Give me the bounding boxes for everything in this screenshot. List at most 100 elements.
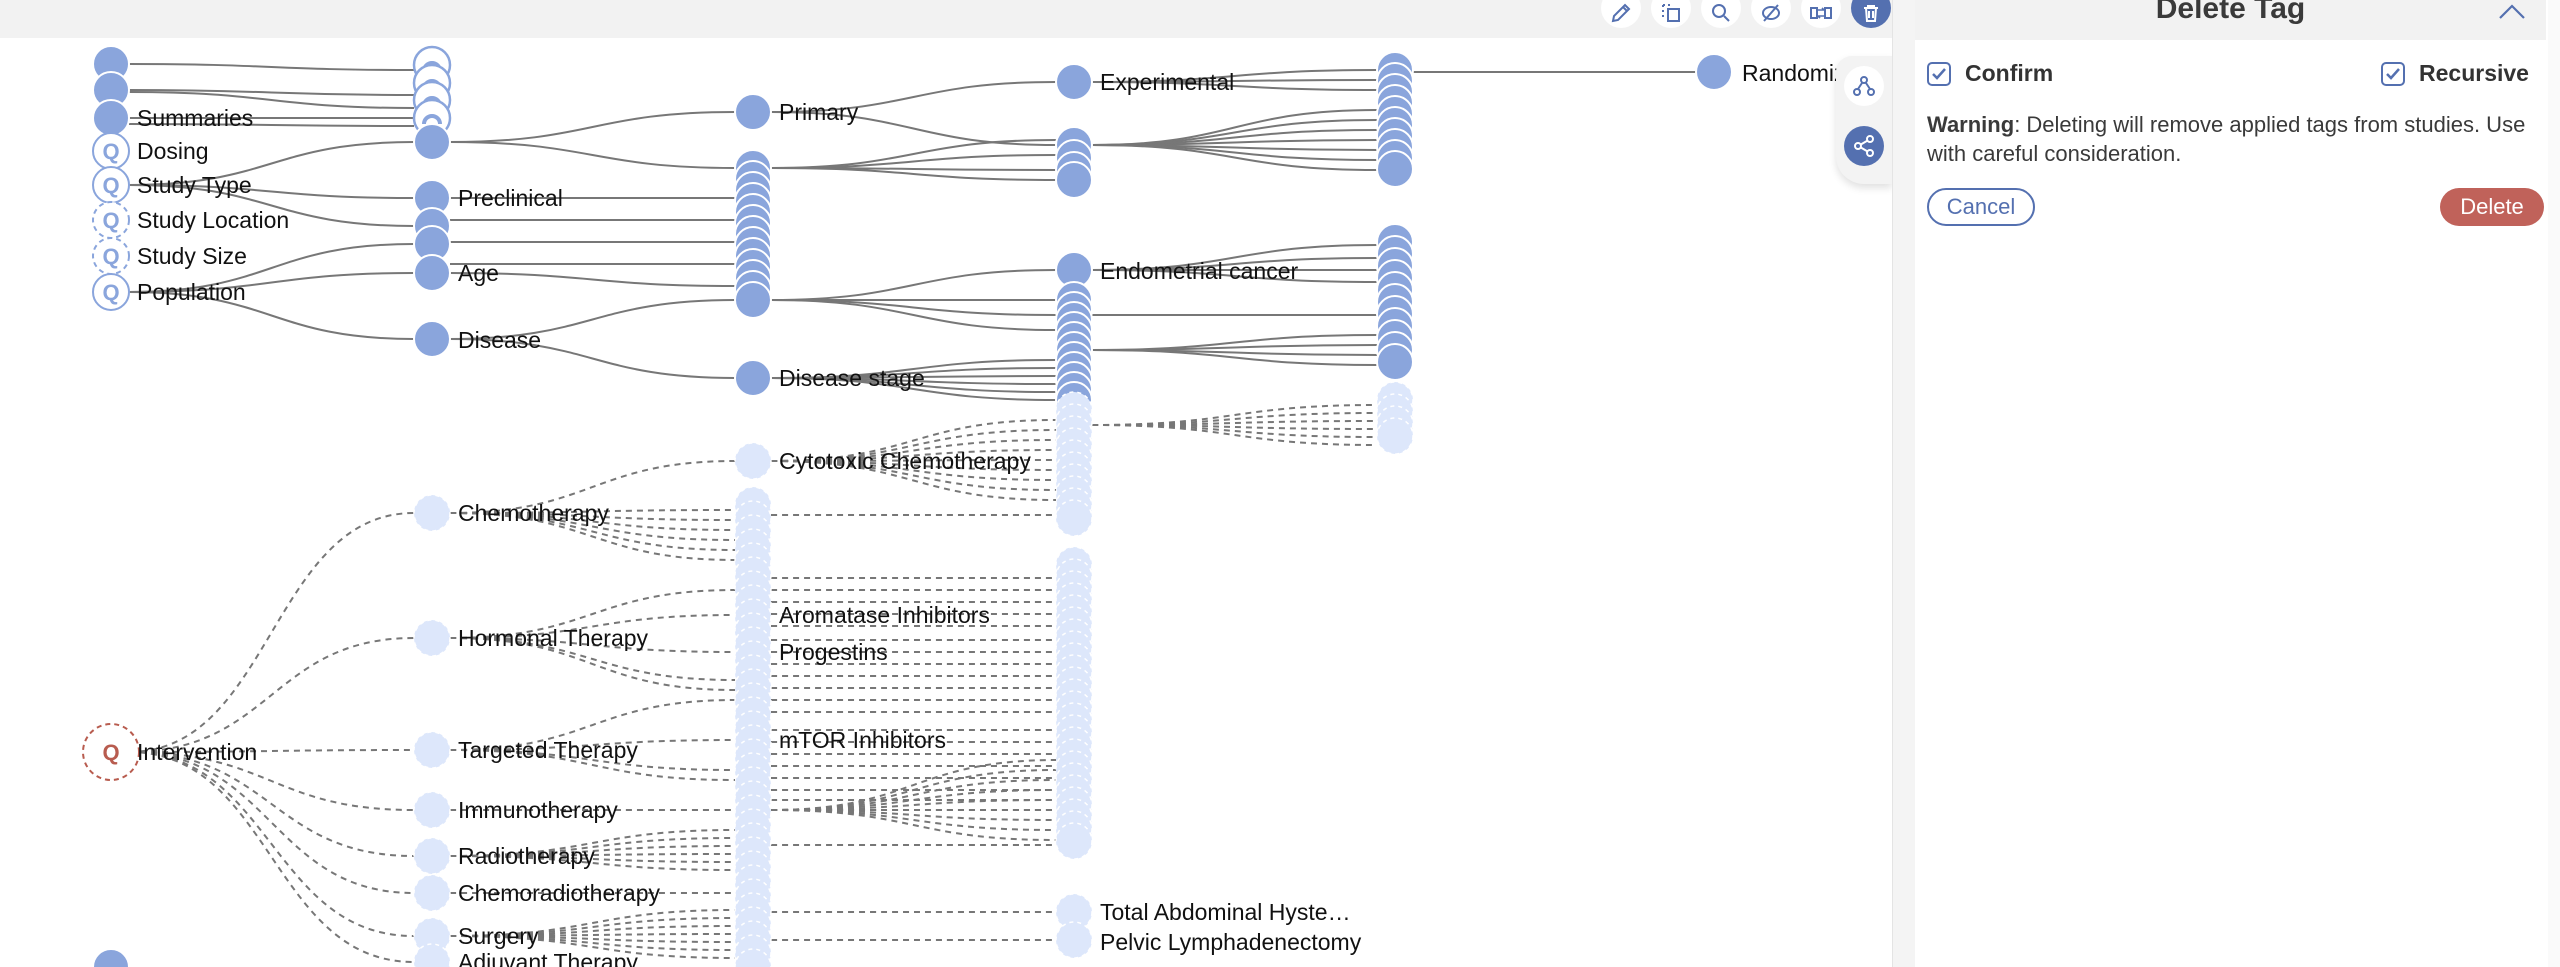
tag-node-inactive[interactable]: [413, 874, 451, 912]
graph-edge: [770, 809, 1057, 821]
graph-edge: [770, 759, 1057, 811]
node-label-surgery[interactable]: Surgery: [458, 923, 539, 949]
node-label-targeted-therapy[interactable]: Targeted Therapy: [458, 737, 638, 763]
panel-resize-handle[interactable]: [1892, 0, 1916, 967]
tag-node[interactable]: [92, 99, 130, 137]
node-label-preclinical[interactable]: Preclinical: [458, 185, 563, 211]
delete-button[interactable]: Delete: [2440, 188, 2544, 226]
tag-node-inactive[interactable]: [734, 442, 772, 480]
tag-node-inactive[interactable]: [1376, 417, 1414, 455]
tag-node-inactive[interactable]: [413, 791, 451, 829]
tag-node[interactable]: [413, 123, 451, 161]
tag-node-inactive[interactable]: [1055, 893, 1093, 931]
checkmark-icon: [2386, 67, 2400, 80]
tag-node[interactable]: [734, 359, 772, 397]
graph-edge: [449, 512, 736, 561]
query-node-study-type[interactable]: Q: [92, 166, 130, 204]
node-label-chemotherapy[interactable]: Chemotherapy: [458, 500, 609, 526]
node-label-aromatase-inhibitors[interactable]: Aromatase Inhibitors: [779, 602, 990, 628]
tag-node-inactive[interactable]: [1055, 921, 1093, 959]
query-icon: Q: [102, 208, 119, 233]
graph-edge: [449, 739, 736, 751]
node-label-endometrial-cancer[interactable]: Endometrial cancer: [1100, 258, 1298, 284]
graph-edge: [770, 799, 1057, 811]
tag-node-inactive[interactable]: [413, 731, 451, 769]
tag-node-inactive[interactable]: [734, 948, 772, 967]
node-label-randomized[interactable]: Randomiz: [1742, 60, 1846, 86]
search-icon: [1712, 4, 1730, 22]
node-label-progestins[interactable]: Progestins: [779, 639, 888, 665]
cancel-button[interactable]: Cancel: [1927, 188, 2035, 226]
query-node-intervention[interactable]: Q: [82, 723, 140, 781]
node-label-study-location[interactable]: Study Location: [137, 207, 289, 233]
node-label-immunotherapy[interactable]: Immunotherapy: [458, 797, 618, 823]
tag-node[interactable]: [1376, 343, 1414, 381]
tree-layout-icon: [1853, 76, 1875, 96]
node-label-age[interactable]: Age: [458, 260, 499, 286]
network-layout-button[interactable]: [1844, 126, 1884, 166]
collapse-panel-button[interactable]: [2494, 0, 2530, 28]
tag-node-inactive[interactable]: [413, 494, 451, 532]
tree-layout-button[interactable]: [1844, 66, 1884, 106]
node-label-disease[interactable]: Disease: [458, 327, 541, 353]
tag-node-inactive[interactable]: [1055, 822, 1093, 860]
node-label-hormonal-therapy[interactable]: Hormonal Therapy: [458, 625, 649, 651]
copy-tag-button[interactable]: [1651, 0, 1691, 28]
panel-scrollbar[interactable]: [2548, 0, 2560, 967]
pencil-icon: [1611, 3, 1631, 23]
tag-node-inactive[interactable]: [413, 917, 451, 955]
tag-node[interactable]: [1055, 63, 1093, 101]
graph-edge: [1091, 424, 1378, 446]
confirm-check-box[interactable]: [1927, 61, 1951, 86]
graph-edge: [128, 184, 415, 227]
tag-node[interactable]: [413, 320, 451, 358]
node-label-mtor-inhibitors[interactable]: mTOR Inhibitors: [779, 727, 946, 753]
query-node-study-location[interactable]: Q: [92, 201, 130, 239]
query-node-population[interactable]: Q: [92, 273, 130, 311]
tag-node-randomized[interactable]: [1695, 53, 1733, 91]
node-label-adjuvant-therapy[interactable]: Adjuvant Therapy: [458, 949, 638, 967]
node-label-total-abdominal-hysterectomy[interactable]: Total Abdominal Hyste…: [1100, 899, 1351, 925]
graph-edge: [449, 141, 736, 169]
node-label-study-type[interactable]: Study Type: [137, 172, 252, 198]
graph-edge: [128, 751, 415, 937]
tag-node-inactive[interactable]: [413, 943, 451, 967]
node-label-disease-stage[interactable]: Disease stage: [779, 365, 925, 391]
node-label-primary[interactable]: Primary: [779, 99, 859, 125]
delete-tag-panel: Delete Tag Confirm Recursive Warning: De…: [1915, 0, 2560, 967]
graph-edge: [449, 699, 736, 751]
node-label-radiotherapy[interactable]: Radiotherapy: [458, 843, 595, 869]
graph-edge: [449, 272, 736, 287]
tag-node-inactive[interactable]: [413, 837, 451, 875]
graph-edge: [1091, 349, 1378, 366]
node-label-dosing[interactable]: Dosing: [137, 138, 209, 164]
node-label-study-size[interactable]: Study Size: [137, 243, 247, 269]
node-label-chemoradiotherapy[interactable]: Chemoradiotherapy: [458, 880, 661, 906]
graph-labels: Summaries Dosing Study Type Study Locati…: [137, 60, 1846, 967]
node-label-population[interactable]: Population: [137, 279, 246, 305]
recursive-checkbox[interactable]: Recursive: [2381, 60, 2529, 87]
tag-node[interactable]: [734, 93, 772, 131]
tag-node[interactable]: [1055, 161, 1093, 199]
tag-node-inactive[interactable]: [413, 619, 451, 657]
node-label-pelvic-lymphadenectomy[interactable]: Pelvic Lymphadenectomy: [1100, 929, 1362, 955]
graph-edge: [449, 111, 736, 143]
graph-edge: [128, 291, 415, 340]
confirm-checkbox[interactable]: Confirm: [1927, 60, 2053, 87]
node-label-intervention[interactable]: Intervention: [137, 739, 257, 765]
recursive-check-box[interactable]: [2381, 61, 2405, 86]
node-label-cytotoxic-chemotherapy[interactable]: Cytotoxic Chemotherapy: [779, 448, 1031, 474]
tag-node[interactable]: [92, 948, 130, 967]
query-node-study-size[interactable]: Q: [92, 237, 130, 275]
tag-node[interactable]: [413, 254, 451, 292]
tag-node[interactable]: [1376, 150, 1414, 188]
query-node-dosing[interactable]: Q: [92, 132, 130, 170]
node-label-experimental[interactable]: Experimental: [1100, 69, 1234, 95]
node-label-summaries[interactable]: Summaries: [137, 105, 253, 131]
panel-title: Delete Tag: [2155, 0, 2306, 25]
copy-icon: [1662, 4, 1680, 22]
tag-node-inactive[interactable]: [1055, 499, 1093, 537]
tag-node[interactable]: [734, 281, 772, 319]
